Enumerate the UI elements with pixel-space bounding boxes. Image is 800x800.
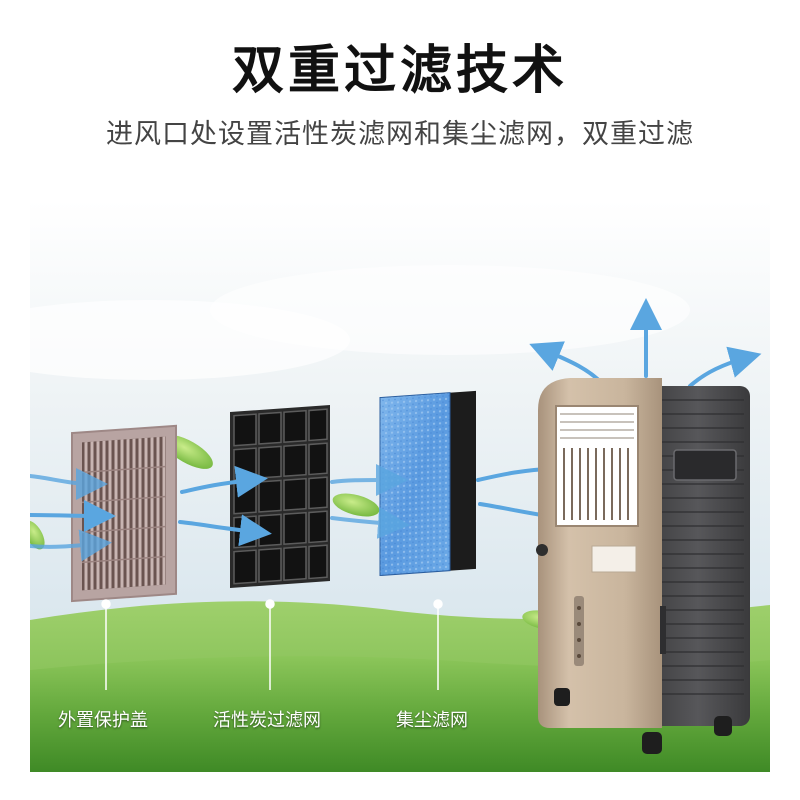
headline: 双重过滤技术 [231, 41, 568, 101]
label-dust-filter: 集尘滤网 [396, 710, 468, 731]
label-pointers [101, 599, 443, 690]
leaf-icon [30, 520, 45, 550]
carbon-filter [230, 405, 330, 589]
control-knob [536, 544, 548, 556]
caster-wheels [554, 688, 732, 754]
air-cooler [536, 378, 750, 754]
product-scene [30, 200, 770, 772]
control-panel [574, 596, 584, 666]
leaf-icon [332, 493, 380, 517]
protective-cover-filter [71, 424, 177, 603]
dust-filter [379, 390, 476, 577]
spec-label [591, 545, 637, 573]
label-carbon-filter: 活性炭过滤网 [213, 710, 321, 731]
subline: 进风口处设置活性炭滤网和集尘滤网，双重过滤 [106, 119, 694, 150]
label-protective-cover: 外置保护盖 [58, 710, 148, 731]
handle-slot [673, 449, 737, 481]
